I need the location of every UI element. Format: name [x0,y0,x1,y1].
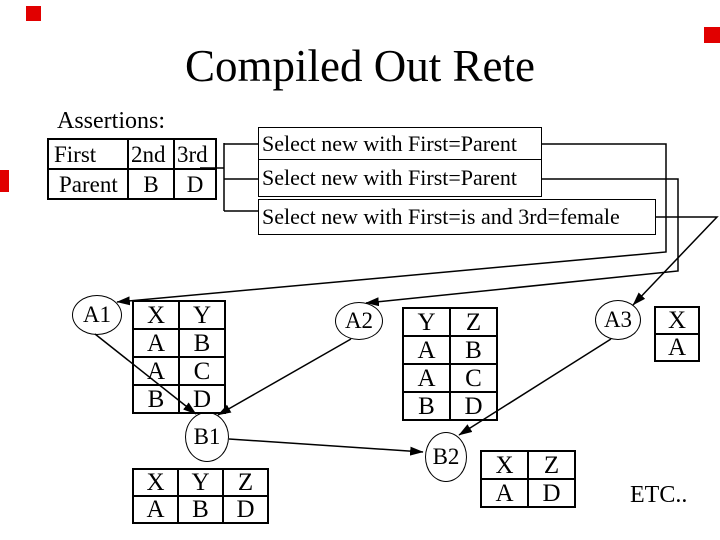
table-cell: 3rd [173,138,217,170]
table-cell: First [47,138,129,170]
table-cell: B [402,391,451,421]
node-b2: B2 [425,432,467,482]
table-cell: Z [527,450,576,480]
etc-label: ETC.. [630,482,688,508]
table-cell: A [402,363,451,393]
table-cell: A [132,328,180,358]
table-cell: X [132,468,179,497]
table-cell: X [480,450,529,480]
table-cell: 2nd [127,138,175,170]
table-cell: Parent [47,168,129,200]
node-a3: A3 [595,300,641,340]
table-cell: D [178,384,226,414]
table-cell: Y [177,468,224,497]
table-cell: Y [402,307,451,337]
table-cell: B [132,384,180,414]
connector-a2-to-b1 [217,338,352,416]
table-cell: B [449,335,498,365]
table-cell: A [132,495,179,524]
table-cell: D [527,478,576,508]
table-cell: Y [178,300,226,330]
table-cell: A [480,478,529,508]
node-a2: A2 [335,302,383,340]
table-cell: X [132,300,180,330]
connector-b1-to-b2 [228,438,424,456]
table-cell: D [449,391,498,421]
table-cell: B [127,168,175,200]
node-a1: A1 [72,295,122,335]
table-cell: D [173,168,217,200]
table-cell: X [654,306,700,335]
table-cell: C [449,363,498,393]
table-cell: C [178,356,226,386]
red-corner-marker-top-left [26,6,41,21]
table-cell: A [132,356,180,386]
table-cell: Z [449,307,498,337]
table-cell: A [654,333,700,362]
rule-box-2: Select new with First=Parent [258,159,542,197]
table-cell: A [402,335,451,365]
table-cell: B [177,495,224,524]
node-b1: B1 [185,412,229,462]
table-cell: Z [222,468,269,497]
slide-title: Compiled Out Rete [185,41,535,91]
connector-rule2-to-a2 [365,178,679,307]
red-corner-marker-left-edge [0,170,9,192]
table-cell: B [178,328,226,358]
rule-box-1: Select new with First=Parent [258,127,542,161]
red-corner-marker-top-right [704,27,720,43]
assertions-heading: Assertions: [57,108,165,134]
rule-box-3: Select new with First=is and 3rd=female [258,199,656,235]
table-cell: D [222,495,269,524]
